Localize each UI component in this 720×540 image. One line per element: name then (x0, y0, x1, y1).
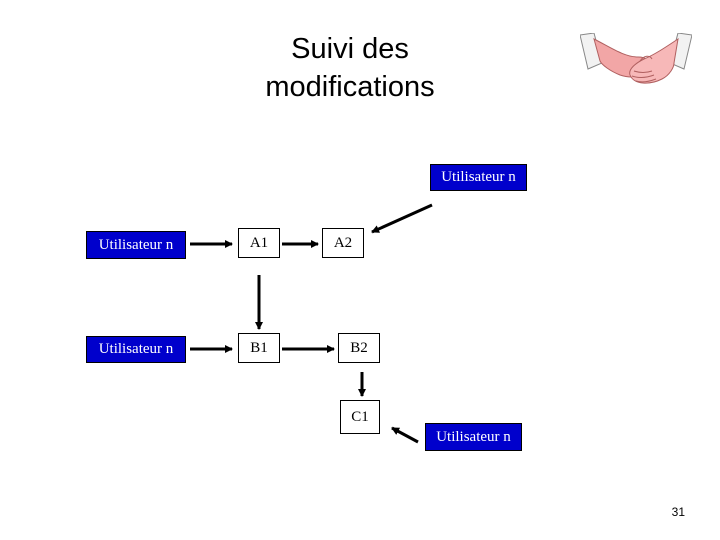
version-box-c1: C1 (340, 400, 380, 434)
user-box-top-right: Utilisateur n (430, 164, 527, 191)
arrow-user-bottom-to-c1 (392, 428, 418, 442)
user-box-left-b: Utilisateur n (86, 336, 186, 363)
arrow-user-top-to-a2 (372, 205, 432, 232)
user-box-bottom-right: Utilisateur n (425, 423, 522, 451)
version-box-b2: B2 (338, 333, 380, 363)
page-number: 31 (655, 505, 685, 519)
user-box-left-a: Utilisateur n (86, 231, 186, 259)
version-box-a2: A2 (322, 228, 364, 258)
version-box-b1: B1 (238, 333, 280, 363)
version-box-a1: A1 (238, 228, 280, 258)
